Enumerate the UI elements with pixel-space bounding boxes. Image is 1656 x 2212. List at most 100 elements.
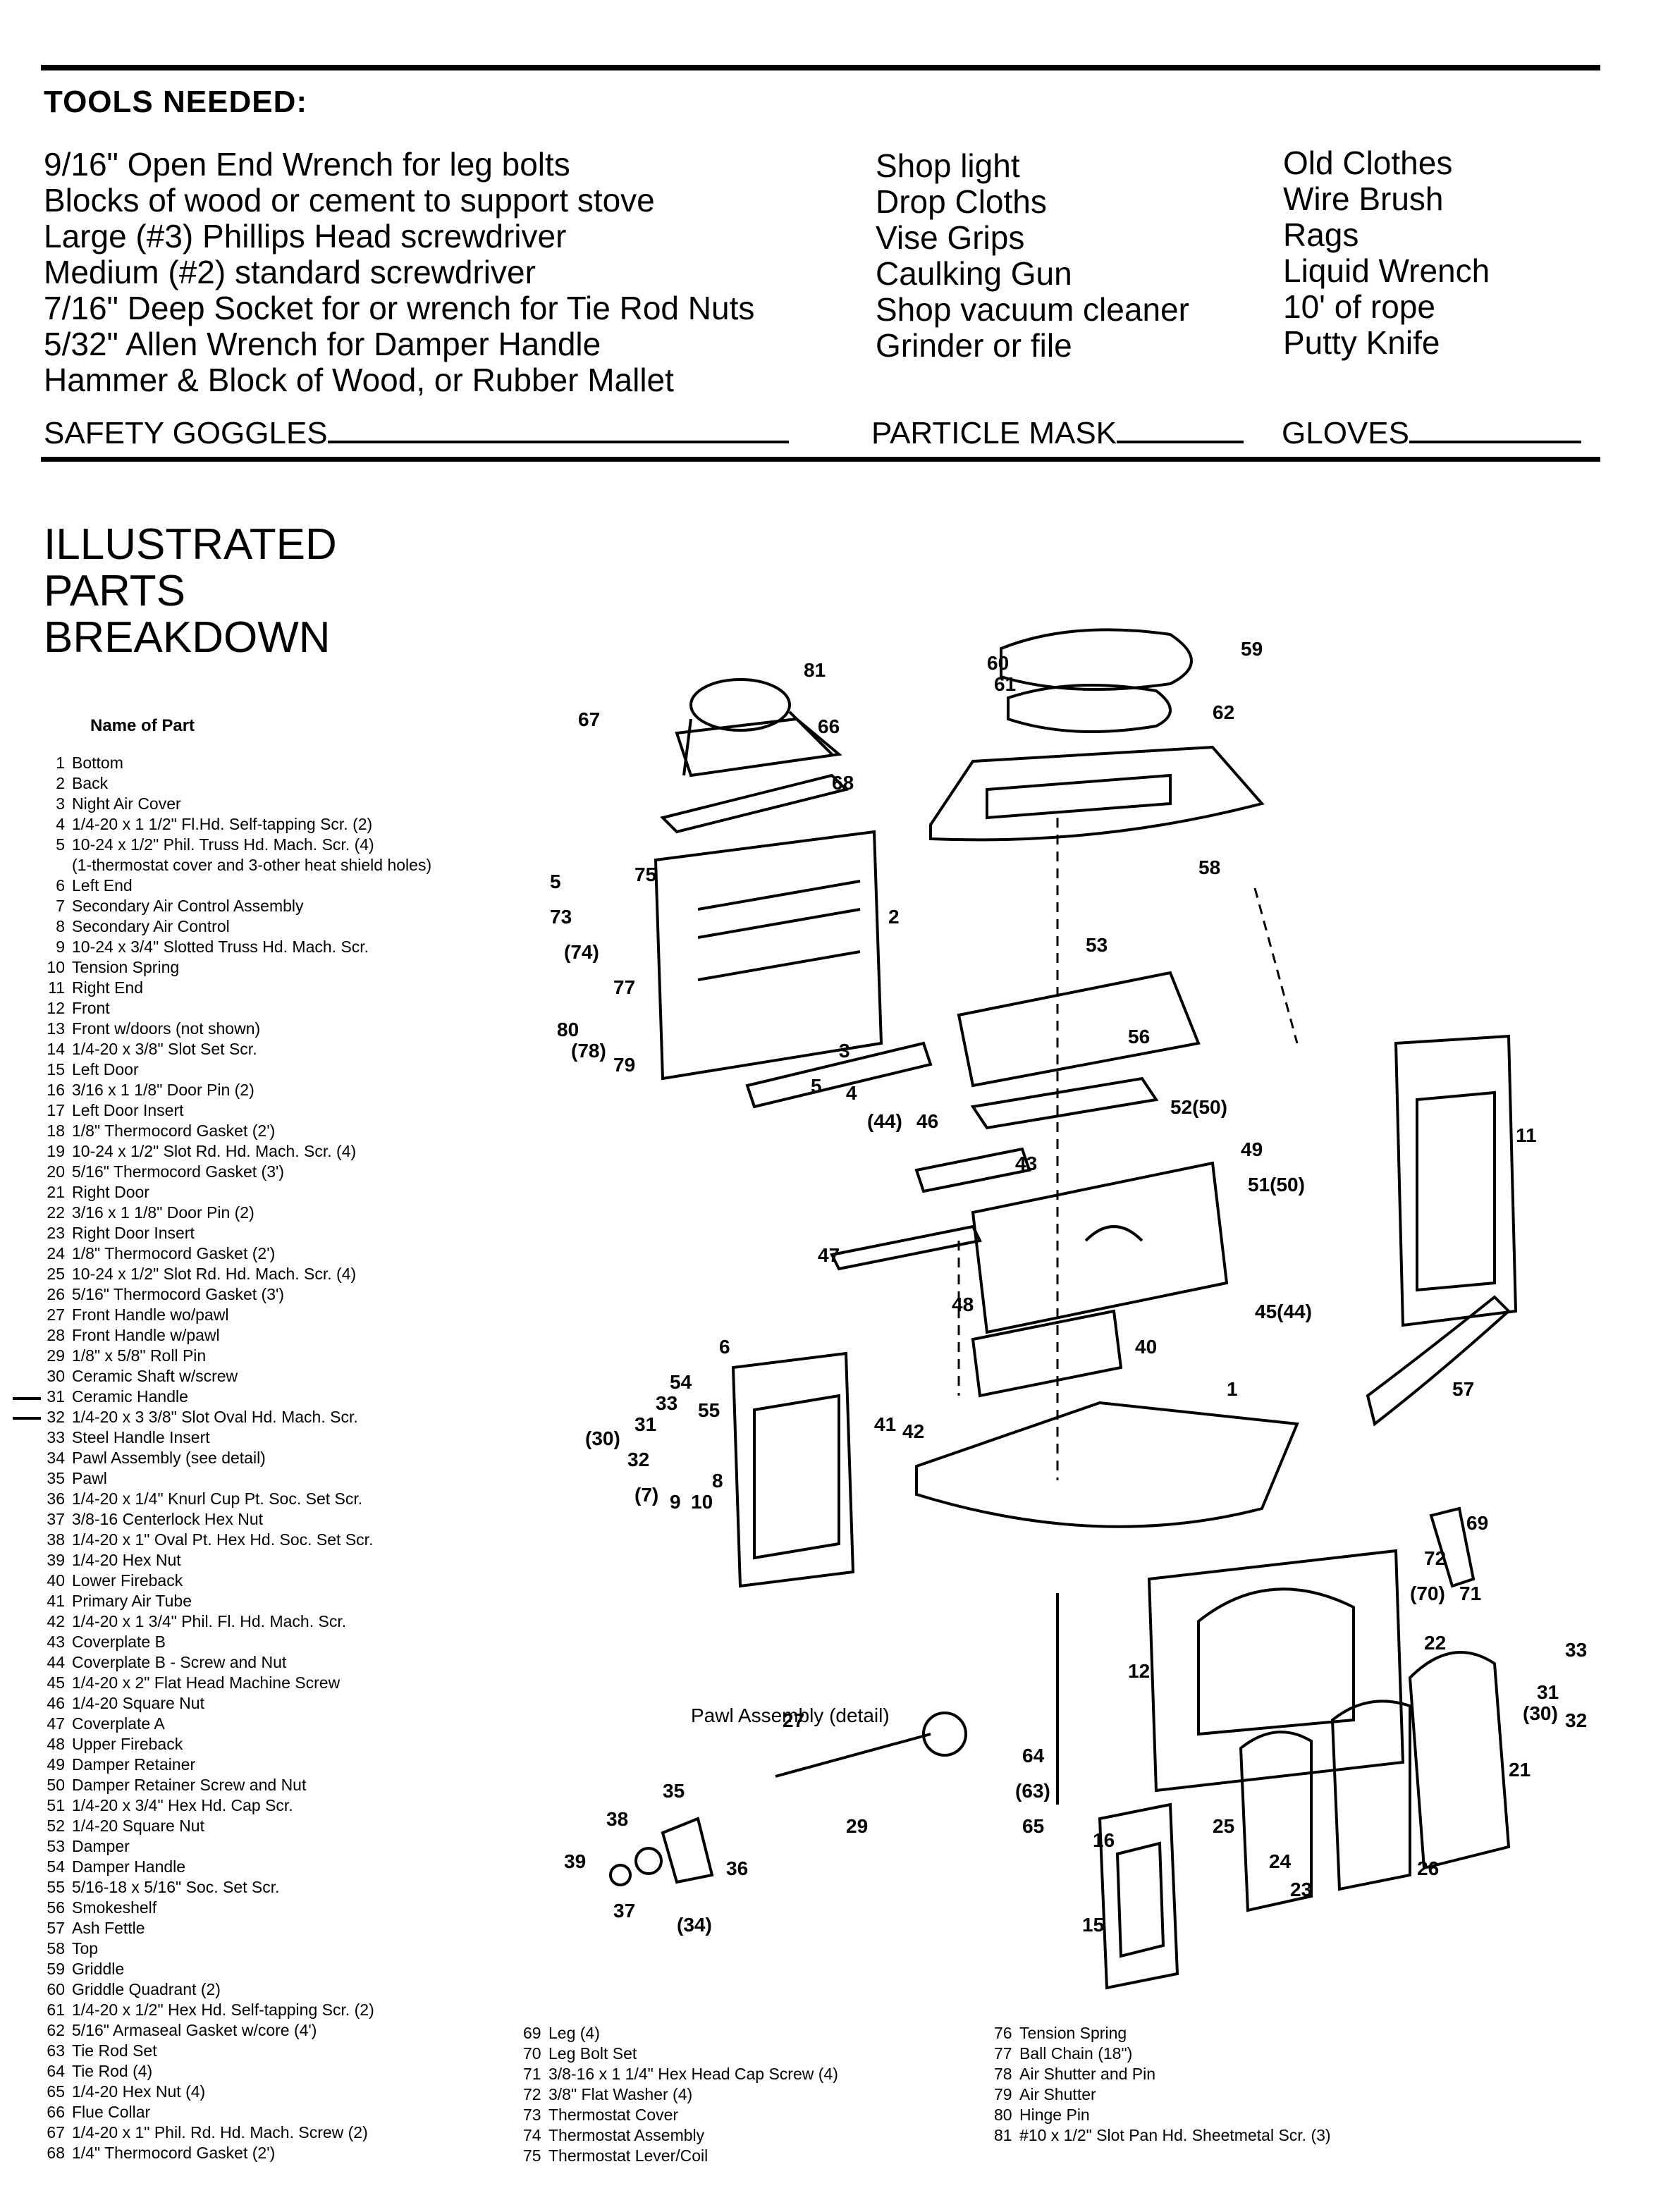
part-number: 67 [47, 2123, 65, 2142]
tool-item: Liquid Wrench [1283, 252, 1490, 289]
part-name: 3/8-16 x 1 1/4" Hex Head Cap Screw (4) [548, 2065, 838, 2083]
tool-item: 9/16" Open End Wrench for leg bolts [44, 146, 570, 183]
part-number: 39 [47, 1551, 65, 1569]
part-number: 16 [47, 1081, 65, 1099]
part-name: Right Door Insert [72, 1224, 195, 1242]
callout-label: (78) [571, 1040, 606, 1062]
part-number: 33 [47, 1428, 65, 1446]
part-number: 51 [47, 1796, 65, 1814]
part-number: 50 [47, 1776, 65, 1794]
part-number: 27 [47, 1305, 65, 1324]
part-number: 41 [47, 1592, 65, 1610]
part-name: 1/4-20 x 3/8" Slot Set Scr. [72, 1040, 257, 1058]
part-number: 29 [47, 1346, 65, 1365]
callout-label: 5 [550, 871, 561, 892]
part-name: Night Air Cover [72, 794, 181, 813]
callout-label: 31 [634, 1413, 656, 1435]
part-name: Air Shutter and Pin [1019, 2065, 1156, 2083]
callout-label: 61 [994, 673, 1016, 695]
part-name: 10-24 x 1/2" Phil. Truss Hd. Mach. Scr. … [72, 835, 374, 854]
tool-item: Shop light [876, 147, 1020, 184]
front-handle [922, 1712, 967, 1757]
callout-label: 58 [1198, 856, 1220, 878]
right-door [1408, 1651, 1511, 1870]
callout-label: 51(50) [1248, 1174, 1305, 1196]
part-number: 12 [47, 999, 65, 1017]
section-title: ILLUSTRATED PARTS BREAKDOWN [44, 522, 337, 661]
front [1147, 1549, 1405, 1793]
part-number: 81 [994, 2126, 1012, 2144]
part-name: Flue Collar [72, 2103, 151, 2121]
back-ribs [697, 880, 861, 981]
part-number: 13 [47, 1019, 65, 1038]
callout-label: 33 [1565, 1639, 1587, 1661]
callout-label: (74) [564, 941, 599, 963]
callout-label: 29 [846, 1815, 868, 1837]
tool-item: Drop Cloths [876, 183, 1047, 220]
part-number: 5 [56, 835, 65, 854]
right-end [1394, 1034, 1518, 1327]
tool-item: Hammer & Block of Wood, or Rubber Mallet [44, 362, 674, 398]
part-number: 30 [47, 1367, 65, 1385]
part-number: 20 [47, 1162, 65, 1181]
flue-collar-ring [689, 678, 791, 732]
part-name: Tie Rod Set [72, 2041, 157, 2060]
marker-dash [13, 1397, 41, 1400]
part-number: 47 [47, 1714, 65, 1733]
part-number: 4 [56, 815, 65, 833]
part-number: 45 [47, 1673, 65, 1692]
part-number: 31 [47, 1387, 65, 1406]
callout-label: 1 [1227, 1378, 1238, 1400]
part-name: 1/4-20 x 1/2" Hex Hd. Self-tapping Scr. … [72, 2001, 374, 2019]
callout-label: 80 [557, 1019, 579, 1040]
part-name: 5/16" Thermocord Gasket (3') [72, 1162, 285, 1181]
pawl [661, 1817, 714, 1884]
pawl-shaft [775, 1733, 931, 1778]
callout-label: 79 [613, 1054, 635, 1076]
callout-label: 10 [691, 1491, 713, 1513]
part-name: Damper Retainer [72, 1755, 196, 1774]
part-name: Secondary Air Control Assembly [72, 897, 304, 915]
part-number: 42 [47, 1612, 65, 1630]
part-number: 26 [47, 1285, 65, 1303]
title-line: PARTS [44, 567, 185, 615]
part-name: 3/8" Flat Washer (4) [548, 2085, 693, 2103]
part-number [28, 855, 72, 875]
part-number: 73 [523, 2106, 541, 2124]
callout-label: (63) [1015, 1780, 1050, 1802]
part-number: 79 [994, 2085, 1012, 2103]
title-line: BREAKDOWN [44, 613, 331, 662]
gloves-field: GLOVES [1282, 416, 1581, 451]
callout-label: (70) [1410, 1583, 1445, 1604]
part-number: 24 [47, 1244, 65, 1262]
tool-item: 7/16" Deep Socket for or wrench for Tie … [44, 290, 755, 326]
